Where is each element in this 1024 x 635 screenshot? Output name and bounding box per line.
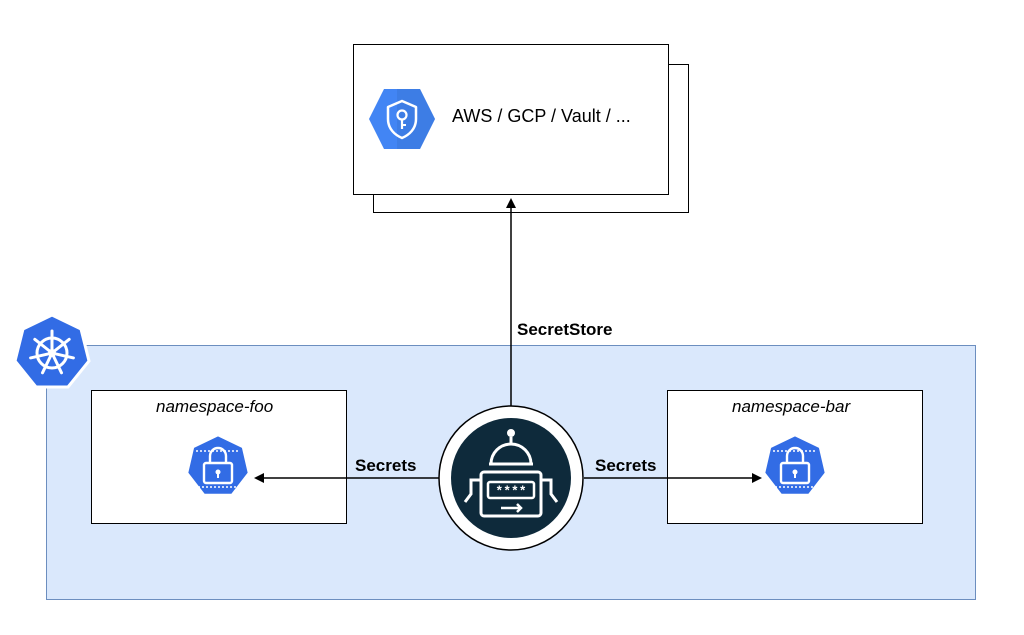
namespace-bar-box <box>667 390 923 524</box>
kubernetes-icon <box>13 313 91 389</box>
namespace-bar-label: namespace-bar <box>732 397 851 416</box>
security-shield-key-icon <box>369 89 435 149</box>
secrets-right-label: Secrets <box>595 456 657 475</box>
secret-robot-icon: **** <box>438 405 584 551</box>
secretstore-label: SecretStore <box>517 320 613 339</box>
kubernetes-secret-icon <box>762 433 828 497</box>
secrets-left-label: Secrets <box>355 456 417 475</box>
masked-password-text: **** <box>495 484 526 499</box>
provider-label: AWS / GCP / Vault / ... <box>452 106 631 126</box>
namespace-foo-label: namespace-foo <box>156 397 274 416</box>
kubernetes-secret-icon <box>185 433 251 497</box>
